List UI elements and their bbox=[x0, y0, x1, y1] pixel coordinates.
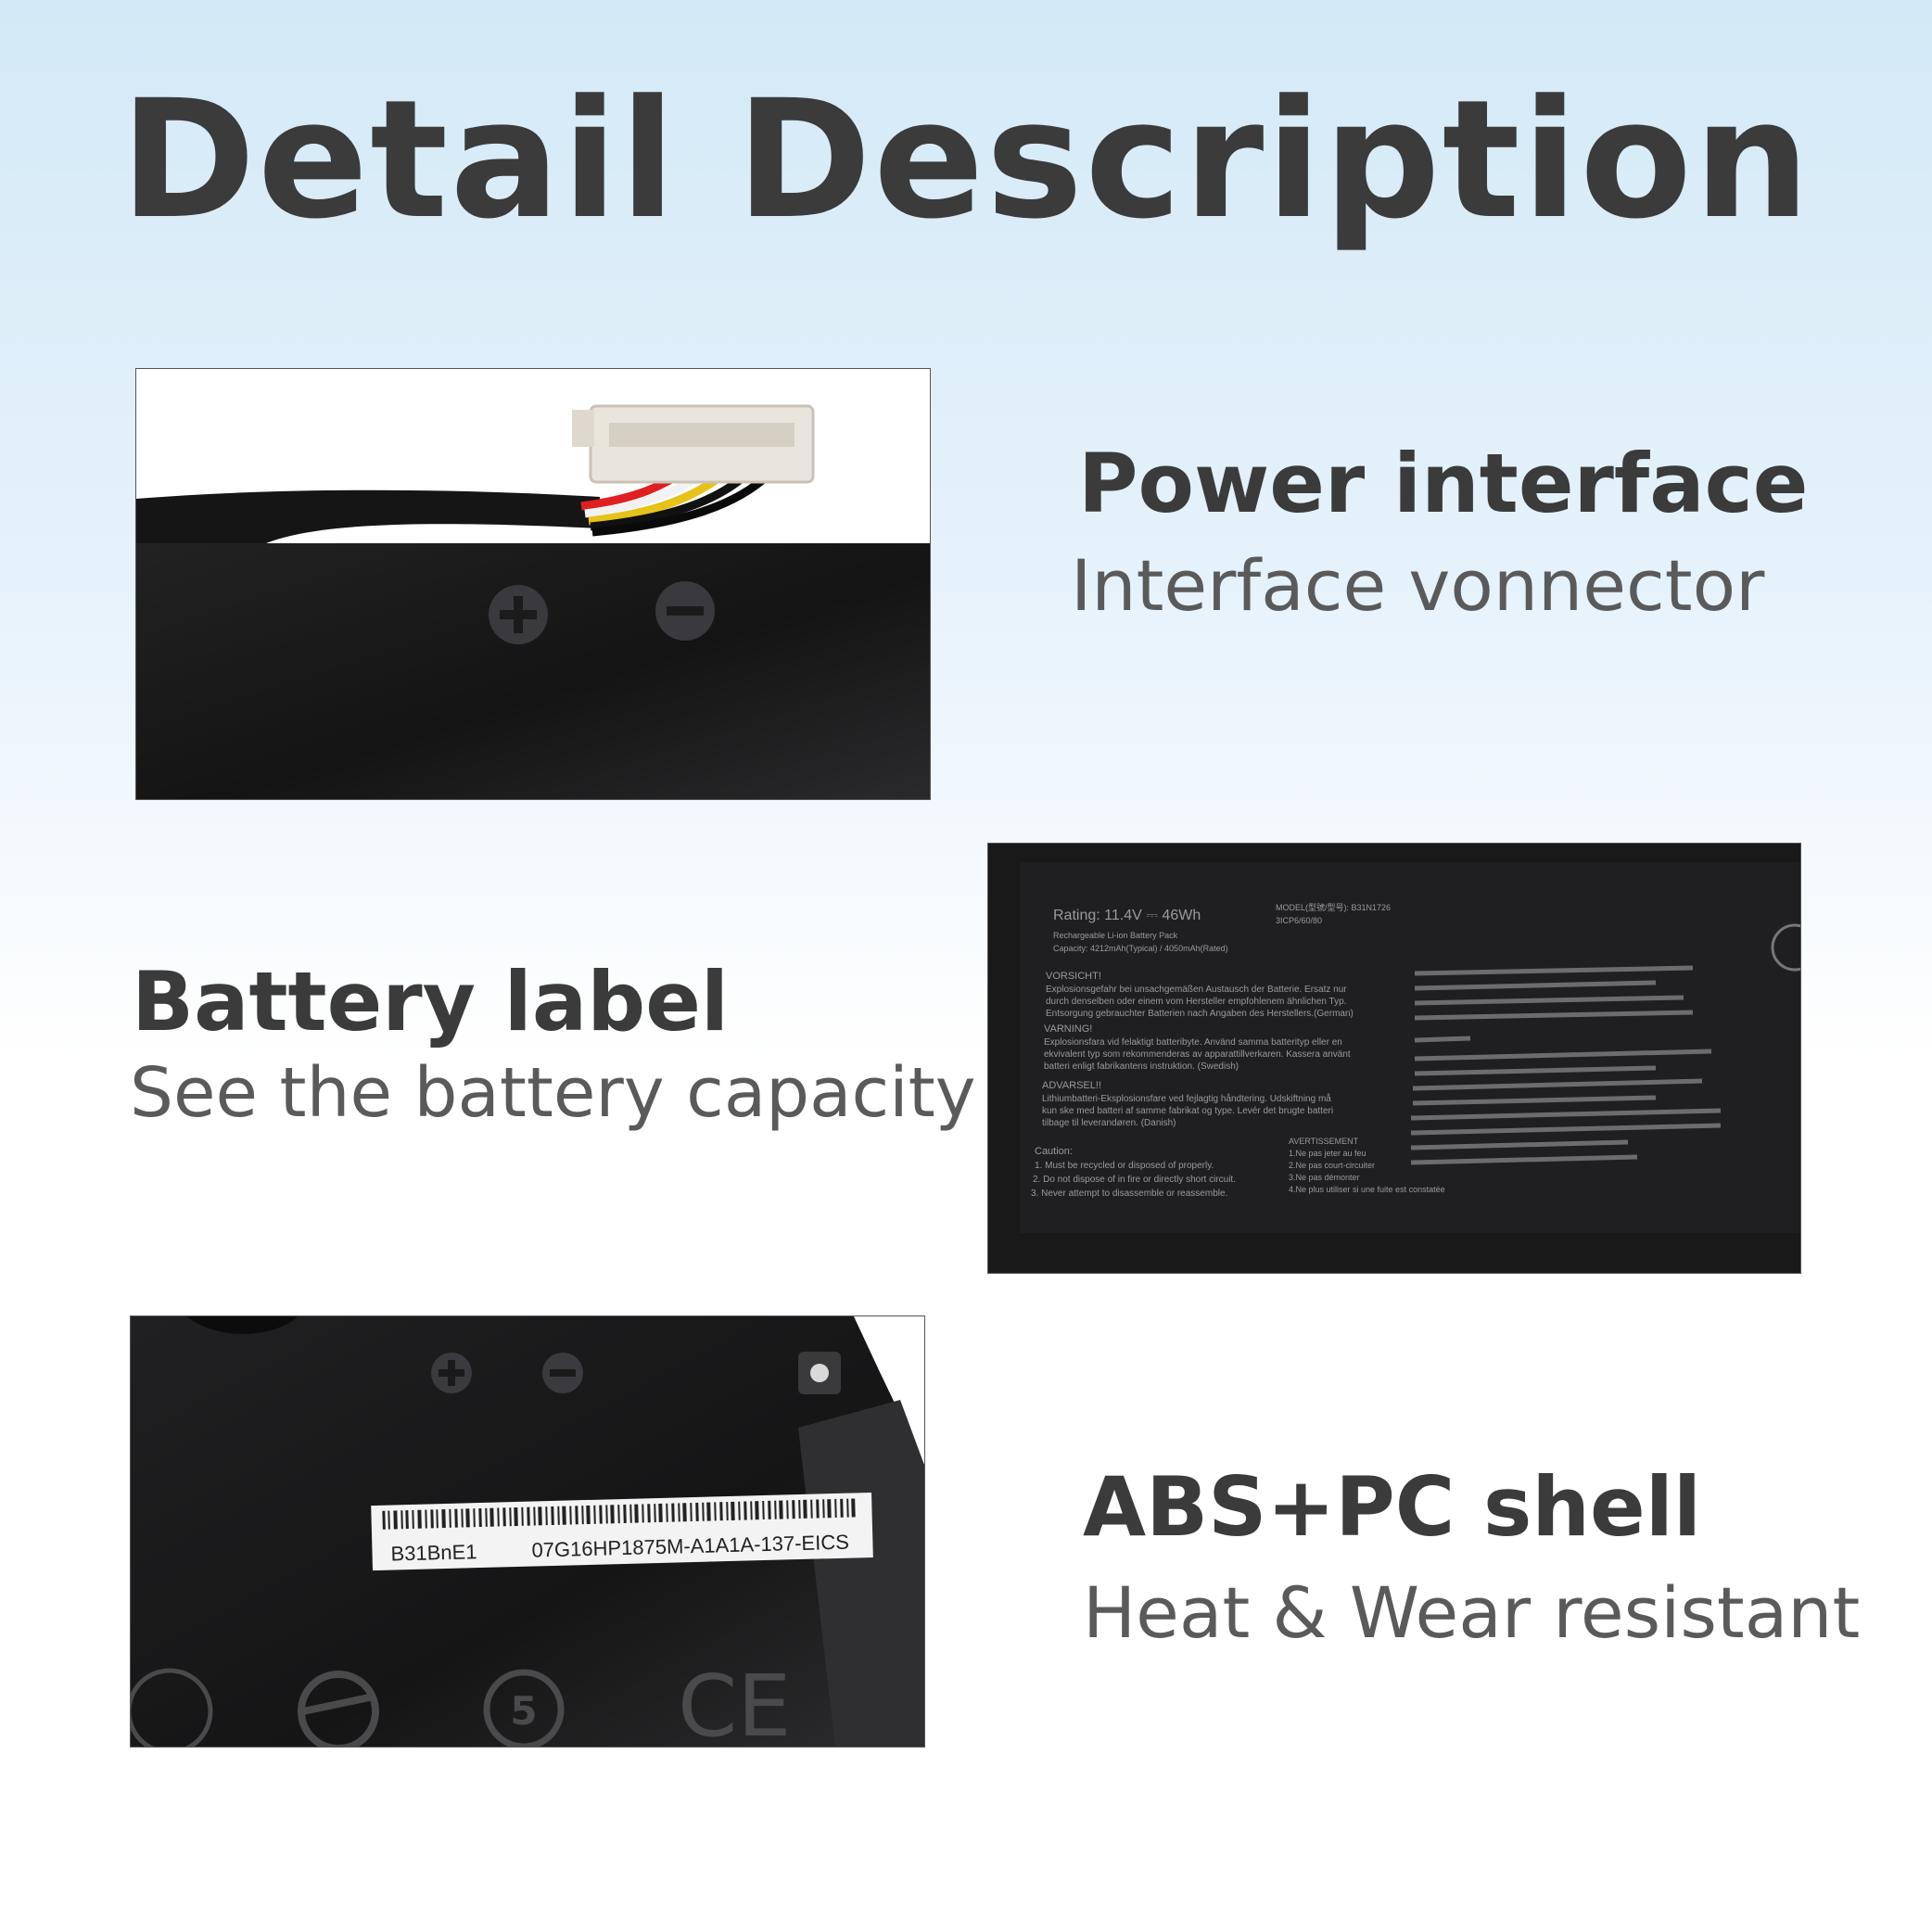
power-interface-photo bbox=[135, 368, 931, 800]
pse-mark-icon bbox=[131, 1668, 213, 1747]
ce-mark-icon: CE bbox=[678, 1657, 791, 1747]
svg-text:1.Ne pas jeter au feu: 1.Ne pas jeter au feu bbox=[1289, 1149, 1366, 1158]
svg-text:2.Ne pas court-circuiter: 2.Ne pas court-circuiter bbox=[1289, 1161, 1375, 1170]
page-title: Detail Description bbox=[120, 65, 1812, 255]
warning-text-block: VORSICHT! Explosionsgefahr bei unsachgem… bbox=[1031, 971, 1354, 1199]
svg-text:ADVARSEL!!: ADVARSEL!! bbox=[1042, 1080, 1101, 1091]
svg-text:Caution:: Caution: bbox=[1035, 1146, 1073, 1157]
recycle-number-icon bbox=[483, 1669, 565, 1747]
mount-hole-icon bbox=[798, 1352, 841, 1394]
svg-text:durch denselben oder einem vom: durch denselben oder einem vom Herstelle… bbox=[1046, 997, 1346, 1007]
capacity-text: Capacity: 4212mAh(Typical) / 4050mAh(Rat… bbox=[1053, 944, 1228, 953]
svg-text:4.Ne plus utiliser si une fuit: 4.Ne plus utiliser si une fuite est cons… bbox=[1289, 1185, 1445, 1194]
svg-text:batteri enligt fabrikantens in: batteri enligt fabrikantens instruktion.… bbox=[1044, 1061, 1239, 1072]
connector-illustration bbox=[136, 404, 930, 799]
recycle-mark-icon bbox=[298, 1671, 379, 1747]
cjk-text-lines bbox=[1410, 965, 1722, 1165]
svg-text:VORSICHT!: VORSICHT! bbox=[1046, 971, 1101, 982]
plus-icon bbox=[431, 1353, 472, 1393]
barcode-sticker: B31BnE1 07G16HP1875M-A1A1A-137-EICS bbox=[371, 1492, 873, 1571]
battery-label-subtitle: See the battery capacity bbox=[130, 1053, 976, 1133]
avertissement-block: AVERTISSEMENT 1.Ne pas jeter au feu 2.Ne… bbox=[1289, 1137, 1445, 1194]
minus-icon bbox=[542, 1353, 583, 1393]
battery-label-illustration: Rating: 11.4V ⎓ 46Wh Rechargeable Li-ion… bbox=[988, 844, 1800, 1273]
svg-text:2. Do not dispose of in fire o: 2. Do not dispose of in fire or directly… bbox=[1033, 1175, 1236, 1185]
svg-text:Lithiumbatteri-Eksplosionsfare: Lithiumbatteri-Eksplosionsfare ved fejla… bbox=[1042, 1093, 1331, 1104]
power-interface-subtitle: Interface vonnector bbox=[1071, 544, 1765, 627]
plus-icon bbox=[489, 585, 548, 644]
svg-text:VARNING!: VARNING! bbox=[1044, 1023, 1092, 1035]
shell-subtitle: Heat & Wear resistant bbox=[1083, 1571, 1861, 1654]
battery-label-heading: Battery label bbox=[132, 954, 730, 1049]
svg-text:Entsorgung gebrauchter Batteri: Entsorgung gebrauchter Batterien nach An… bbox=[1046, 1009, 1354, 1019]
model-text: MODEL(型號/型号): B31N1726 bbox=[1276, 902, 1391, 912]
shell-heading: ABS+PC shell bbox=[1083, 1459, 1702, 1555]
cells-text: 3ICP6/60/80 bbox=[1276, 916, 1322, 925]
recycle-number-text: 5 bbox=[510, 1688, 537, 1734]
svg-text:3. Never attempt to disassembl: 3. Never attempt to disassemble or reass… bbox=[1031, 1188, 1227, 1199]
svg-text:tilbage til leverandøren. (Dan: tilbage til leverandøren. (Danish) bbox=[1042, 1118, 1176, 1128]
rating-text: Rating: 11.4V ⎓ 46Wh bbox=[1053, 908, 1201, 923]
svg-text:AVERTISSEMENT: AVERTISSEMENT bbox=[1289, 1137, 1359, 1146]
shell-illustration: B31BnE1 07G16HP1875M-A1A1A-137-EICS 5 CE bbox=[131, 1316, 924, 1747]
minus-icon bbox=[655, 581, 715, 641]
svg-text:ekvivalent typ som rekommender: ekvivalent typ som rekommenderas av appa… bbox=[1044, 1049, 1351, 1060]
svg-text:3.Ne pas démonter: 3.Ne pas démonter bbox=[1289, 1173, 1360, 1182]
connector-plug bbox=[572, 404, 815, 484]
battery-label-photo: Rating: 11.4V ⎓ 46Wh Rechargeable Li-ion… bbox=[987, 843, 1801, 1274]
svg-text:kun ske med batteri af samme f: kun ske med batteri af samme fabrikat og… bbox=[1042, 1106, 1333, 1116]
svg-text:1. Must be recycled or dispose: 1. Must be recycled or disposed of prope… bbox=[1035, 1161, 1214, 1171]
shell-photo: B31BnE1 07G16HP1875M-A1A1A-137-EICS 5 CE bbox=[130, 1316, 925, 1748]
hole-icon bbox=[1771, 923, 1800, 972]
power-interface-heading: Power interface bbox=[1078, 436, 1809, 531]
svg-text:Explosionsgefahr bei unsachgem: Explosionsgefahr bei unsachgemäßen Austa… bbox=[1046, 985, 1347, 995]
sticker-code-left: B31BnE1 bbox=[390, 1540, 477, 1565]
pack-text: Rechargeable Li-ion Battery Pack bbox=[1053, 931, 1178, 940]
svg-text:Explosionsfara vid felaktigt b: Explosionsfara vid felaktigt batteribyte… bbox=[1044, 1037, 1342, 1048]
